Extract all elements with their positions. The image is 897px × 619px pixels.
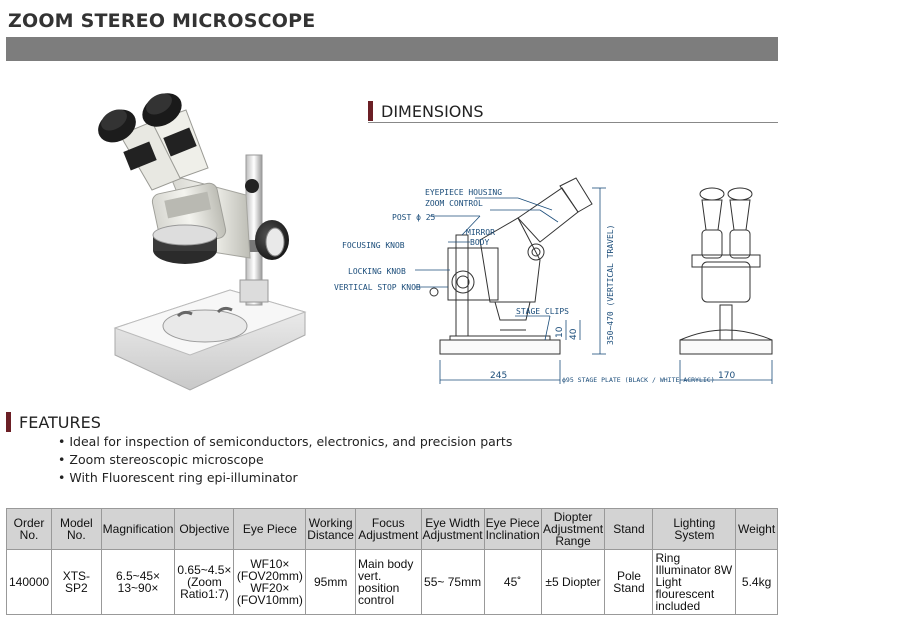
label-focusing-knob: FOCUSING KNOB [342, 241, 405, 250]
label-locking-knob: LOCKING KNOB [348, 267, 406, 276]
dimensions-heading: DIMENSIONS [368, 101, 484, 121]
label-dim-40: 40 [569, 328, 579, 340]
features-title: FEATURES [19, 412, 101, 432]
header-order-no: Order No. [5, 508, 53, 550]
microscope-photo [98, 93, 307, 391]
title-bar [6, 37, 778, 61]
cell-model-no: XTS-SP2 [51, 549, 102, 615]
header-weight: Weight [735, 508, 778, 550]
page-title: ZOOM STEREO MICROSCOPE [8, 10, 316, 32]
features-heading: FEATURES [6, 412, 101, 432]
header-objective: Objective [174, 508, 235, 550]
cell-objective: 0.65~4.5× (Zoom Ratio1:7) [174, 549, 235, 615]
features-list: Ideal for inspection of semiconductors, … [58, 433, 512, 487]
header-working-distance: Working Distance [305, 508, 356, 550]
spec-table: Order No. Model No. Magnification Object… [5, 508, 778, 615]
header-eye-piece-inclination: Eye Piece Inclination [483, 508, 542, 550]
cell-eye-piece-inclination: 45˚ [483, 549, 542, 615]
feature-item: Ideal for inspection of semiconductors, … [58, 433, 512, 451]
header-magnification: Magnification [100, 508, 176, 550]
label-zoom-control: ZOOM CONTROL [425, 199, 483, 208]
cell-lighting-system: Ring Illuminator 8W Light flourescent in… [652, 549, 737, 615]
header-focus-adjustment: Focus Adjustment [354, 508, 422, 550]
section-marker [368, 101, 373, 121]
label-mirror: MIRROR [466, 228, 495, 237]
feature-item: Zoom stereoscopic microscope [58, 451, 512, 469]
label-dim-170: 170 [718, 371, 735, 381]
label-stage-clips: STAGE CLIPS [516, 307, 569, 316]
label-stage-plate: ϕ95 STAGE PLATE (BLACK / WHITE ACRYLIC) [562, 376, 715, 384]
cell-magnification: 6.5~45× 13~90× [100, 549, 176, 615]
label-eyepiece-housing: EYEPIECE HOUSING [425, 188, 502, 197]
header-stand: Stand [604, 508, 654, 550]
section-marker [6, 412, 11, 432]
dimension-drawing: EYEPIECE HOUSING ZOOM CONTROL POST ϕ 25 … [334, 177, 773, 384]
label-vertical-stop-knob: VERTICAL STOP KNOB [334, 283, 421, 292]
label-post: POST ϕ 25 [392, 213, 436, 222]
table-row: 140000 XTS-SP2 6.5~45× 13~90× 0.65~4.5× … [5, 549, 778, 615]
dimensions-rule [368, 122, 778, 123]
header-model-no: Model No. [51, 508, 102, 550]
label-body: BODY [470, 238, 489, 247]
cell-focus-adjustment: Main body vert. position control [354, 549, 422, 615]
cell-eye-piece: WF10× (FOV20mm) WF20× (FOV10mm) [233, 549, 307, 615]
header-diopter-adjustment-range: Diopter Adjustment Range [540, 508, 606, 550]
cell-eye-width-adjustment: 55~ 75mm [420, 549, 485, 615]
label-vertical-travel: 350~470 (VERTICAL TRAVEL) [606, 225, 615, 345]
header-eye-width-adjustment: Eye Width Adjustment [420, 508, 485, 550]
label-dim-10: 10 [555, 326, 565, 338]
cell-order-no: 140000 [5, 549, 53, 615]
dimensions-title: DIMENSIONS [381, 101, 484, 121]
spec-header-row: Order No. Model No. Magnification Object… [5, 508, 778, 550]
cell-diopter-adjustment-range: ±5 Diopter [540, 549, 606, 615]
cell-weight: 5.4kg [735, 549, 778, 615]
header-lighting-system: Lighting System [652, 508, 737, 550]
cell-stand: Pole Stand [604, 549, 654, 615]
feature-item: With Fluorescent ring epi-illuminator [58, 469, 512, 487]
label-dim-245: 245 [490, 371, 507, 381]
cell-working-distance: 95mm [305, 549, 356, 615]
header-eye-piece: Eye Piece [233, 508, 307, 550]
